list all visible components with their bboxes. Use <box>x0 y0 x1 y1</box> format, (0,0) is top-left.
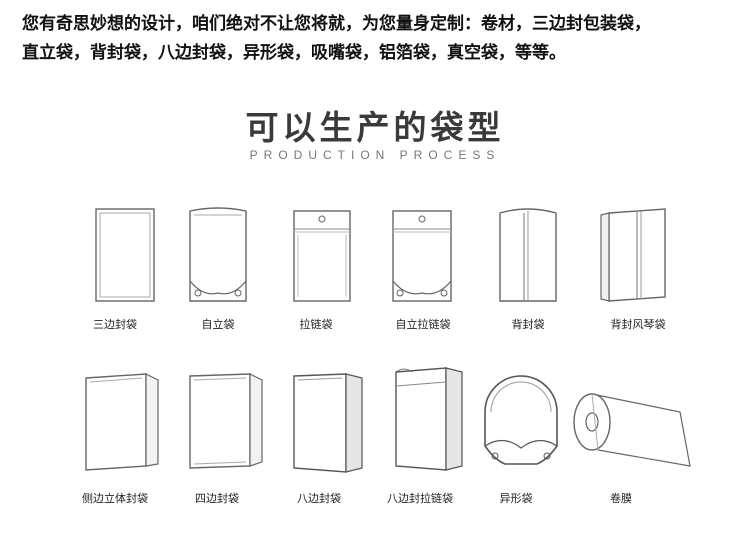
bag-stand-up-zipper <box>366 205 476 305</box>
bag-label: 自立袋 <box>201 318 235 331</box>
bag-stand-up-pouch <box>163 205 273 305</box>
intro-text: 您有奇思妙想的设计，咱们绝对不让您将就，为您量身定制：卷材，三边封包装袋， 直立… <box>22 10 737 68</box>
bag-label: 异形袋 <box>499 492 533 505</box>
bag-eight-side-seal <box>274 368 384 476</box>
bag-zipper <box>266 205 376 305</box>
bag-label: 背封袋 <box>511 318 545 331</box>
shaped-bag-icon <box>484 375 558 465</box>
bag-label: 背封风琴袋 <box>610 318 666 331</box>
four-side-seal-bag-icon <box>189 373 263 469</box>
bag-shaped <box>466 364 576 474</box>
bag-label: 八边封拉链袋 <box>387 492 453 505</box>
bag-label: 侧边立体封袋 <box>82 492 148 505</box>
bag-back-seal <box>473 205 583 305</box>
back-seal-gusset-bag-icon <box>600 208 666 302</box>
bag-eight-side-zipper <box>372 362 482 476</box>
eight-side-seal-bag-icon <box>293 373 363 473</box>
bag-label: 拉链袋 <box>299 318 333 331</box>
stand-up-pouch-icon <box>189 207 247 302</box>
eight-side-zipper-bag-icon <box>395 367 463 471</box>
zipper-bag-icon <box>293 210 351 302</box>
bag-four-side-seal <box>170 368 280 476</box>
bag-label: 三边封袋 <box>93 318 137 331</box>
bag-side-gusset <box>64 368 174 476</box>
page-subtitle: PRODUCTION PROCESS <box>249 148 501 162</box>
bag-label: 八边封袋 <box>297 492 341 505</box>
bag-label: 卷膜 <box>610 492 632 505</box>
page-title: 可以生产的袋型 <box>245 108 505 147</box>
stand-up-zipper-pouch-icon <box>392 210 452 302</box>
intro-line-1: 您有奇思妙想的设计，咱们绝对不让您将就，为您量身定制：卷材，三边封包装袋， <box>22 14 651 34</box>
intro-line-2: 直立袋，背封袋，八边封袋，异形袋，吸嘴袋，铝箔袋，真空袋，等等。 <box>22 43 566 63</box>
three-side-seal-bag-icon <box>95 208 155 302</box>
bag-back-seal-gusset <box>578 205 688 305</box>
bag-label: 自立拉链袋 <box>395 318 451 331</box>
side-gusset-bag-icon <box>85 373 159 471</box>
back-seal-bag-icon <box>499 208 557 302</box>
bag-three-side-seal <box>68 205 178 305</box>
roll-film-icon <box>573 393 691 467</box>
bag-roll-film <box>568 384 691 474</box>
bag-label: 四边封袋 <box>195 492 239 505</box>
